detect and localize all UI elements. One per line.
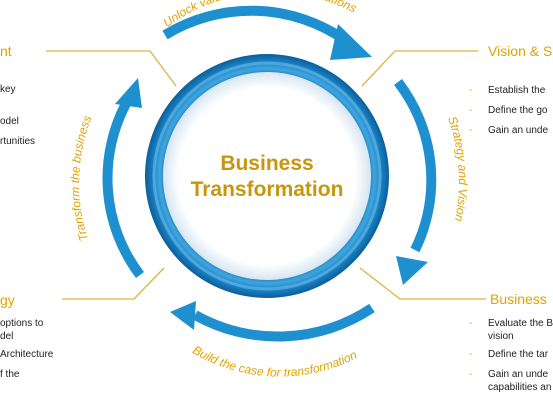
arc-label-left: Transform the business — [68, 113, 94, 242]
dash-icon: - — [469, 369, 472, 380]
arrow-top — [162, 5, 348, 45]
panel-bottom-right-bullet-1: Evaluate the B — [488, 318, 553, 329]
center-ring — [145, 54, 389, 298]
connector-lines — [46, 50, 486, 300]
arc-label-right: Strategy and Vision — [445, 114, 470, 222]
arc-label-bottom: Build the case for transformation — [190, 343, 359, 380]
ring-highlight — [152, 61, 382, 291]
panel-bottom-left-bullet-1: options to — [0, 318, 44, 329]
ring-inner — [163, 72, 371, 280]
dash-icon: - — [469, 105, 472, 116]
arrow-bottom — [192, 303, 375, 342]
panel-bottom-left-bullet-3: Architecture — [0, 349, 54, 360]
connector-bottom-left — [62, 267, 165, 300]
panel-top-right-bullet-2: Define the go — [488, 105, 548, 116]
dash-icon: - — [469, 349, 472, 360]
panel-bottom-left-bullet-4: f the — [0, 369, 20, 380]
panel-bottom-left-heading: gy — [0, 292, 15, 308]
arrow-top-head — [330, 24, 372, 60]
dash-icon: - — [469, 318, 472, 329]
arrow-right-head — [396, 256, 428, 285]
arc-label-right-text: Strategy and Vision — [445, 114, 470, 222]
center-title-line2: Transformation — [191, 178, 344, 201]
panel-bottom-right-bullet-3-cont: capabilities an — [488, 382, 551, 393]
panel-bottom-left-bullet-2: del — [0, 331, 13, 342]
panel-bottom-right: Business - Evaluate the B vision - Defin… — [469, 291, 553, 393]
panel-top-left-bullet-3: rtunities — [0, 136, 35, 147]
panel-top-left-heading: nt — [0, 43, 12, 59]
arrow-bottom-head — [170, 301, 196, 330]
panel-top-left-bullet-1: key — [0, 84, 16, 95]
panel-top-right: Vision & S - Establish the - Define the … — [469, 43, 552, 136]
panel-bottom-right-bullet-1-cont: vision — [488, 331, 514, 342]
arrow-right — [394, 78, 437, 253]
arrow-left — [102, 97, 144, 279]
panel-bottom-right-bullet-2: Define the tar — [488, 349, 549, 360]
arrow-left-head — [115, 78, 142, 108]
arc-label-left-text: Transform the business — [68, 113, 94, 242]
panel-top-right-bullet-1: Establish the — [488, 85, 546, 96]
panel-top-left-bullet-2: odel — [0, 116, 19, 127]
arc-label-bottom-text: Build the case for transformation — [190, 343, 359, 380]
connector-top-right — [361, 50, 478, 87]
panel-top-right-bullet-3: Gain an unde — [488, 125, 548, 136]
panel-top-left: nt key odel rtunities — [0, 43, 35, 147]
panel-bottom-right-heading: Business — [490, 291, 547, 307]
dash-icon: - — [469, 85, 472, 96]
center-title-line1: Business — [220, 152, 313, 175]
connector-top-left — [46, 50, 177, 87]
panel-top-right-heading: Vision & S — [488, 43, 552, 59]
connector-bottom-right — [359, 267, 486, 300]
dash-icon: - — [469, 125, 472, 136]
panel-bottom-right-bullet-3: Gain an unde — [488, 369, 548, 380]
panel-bottom-left: gy options to del Architecture f the — [0, 292, 54, 380]
cycle-arrows — [102, 5, 437, 342]
